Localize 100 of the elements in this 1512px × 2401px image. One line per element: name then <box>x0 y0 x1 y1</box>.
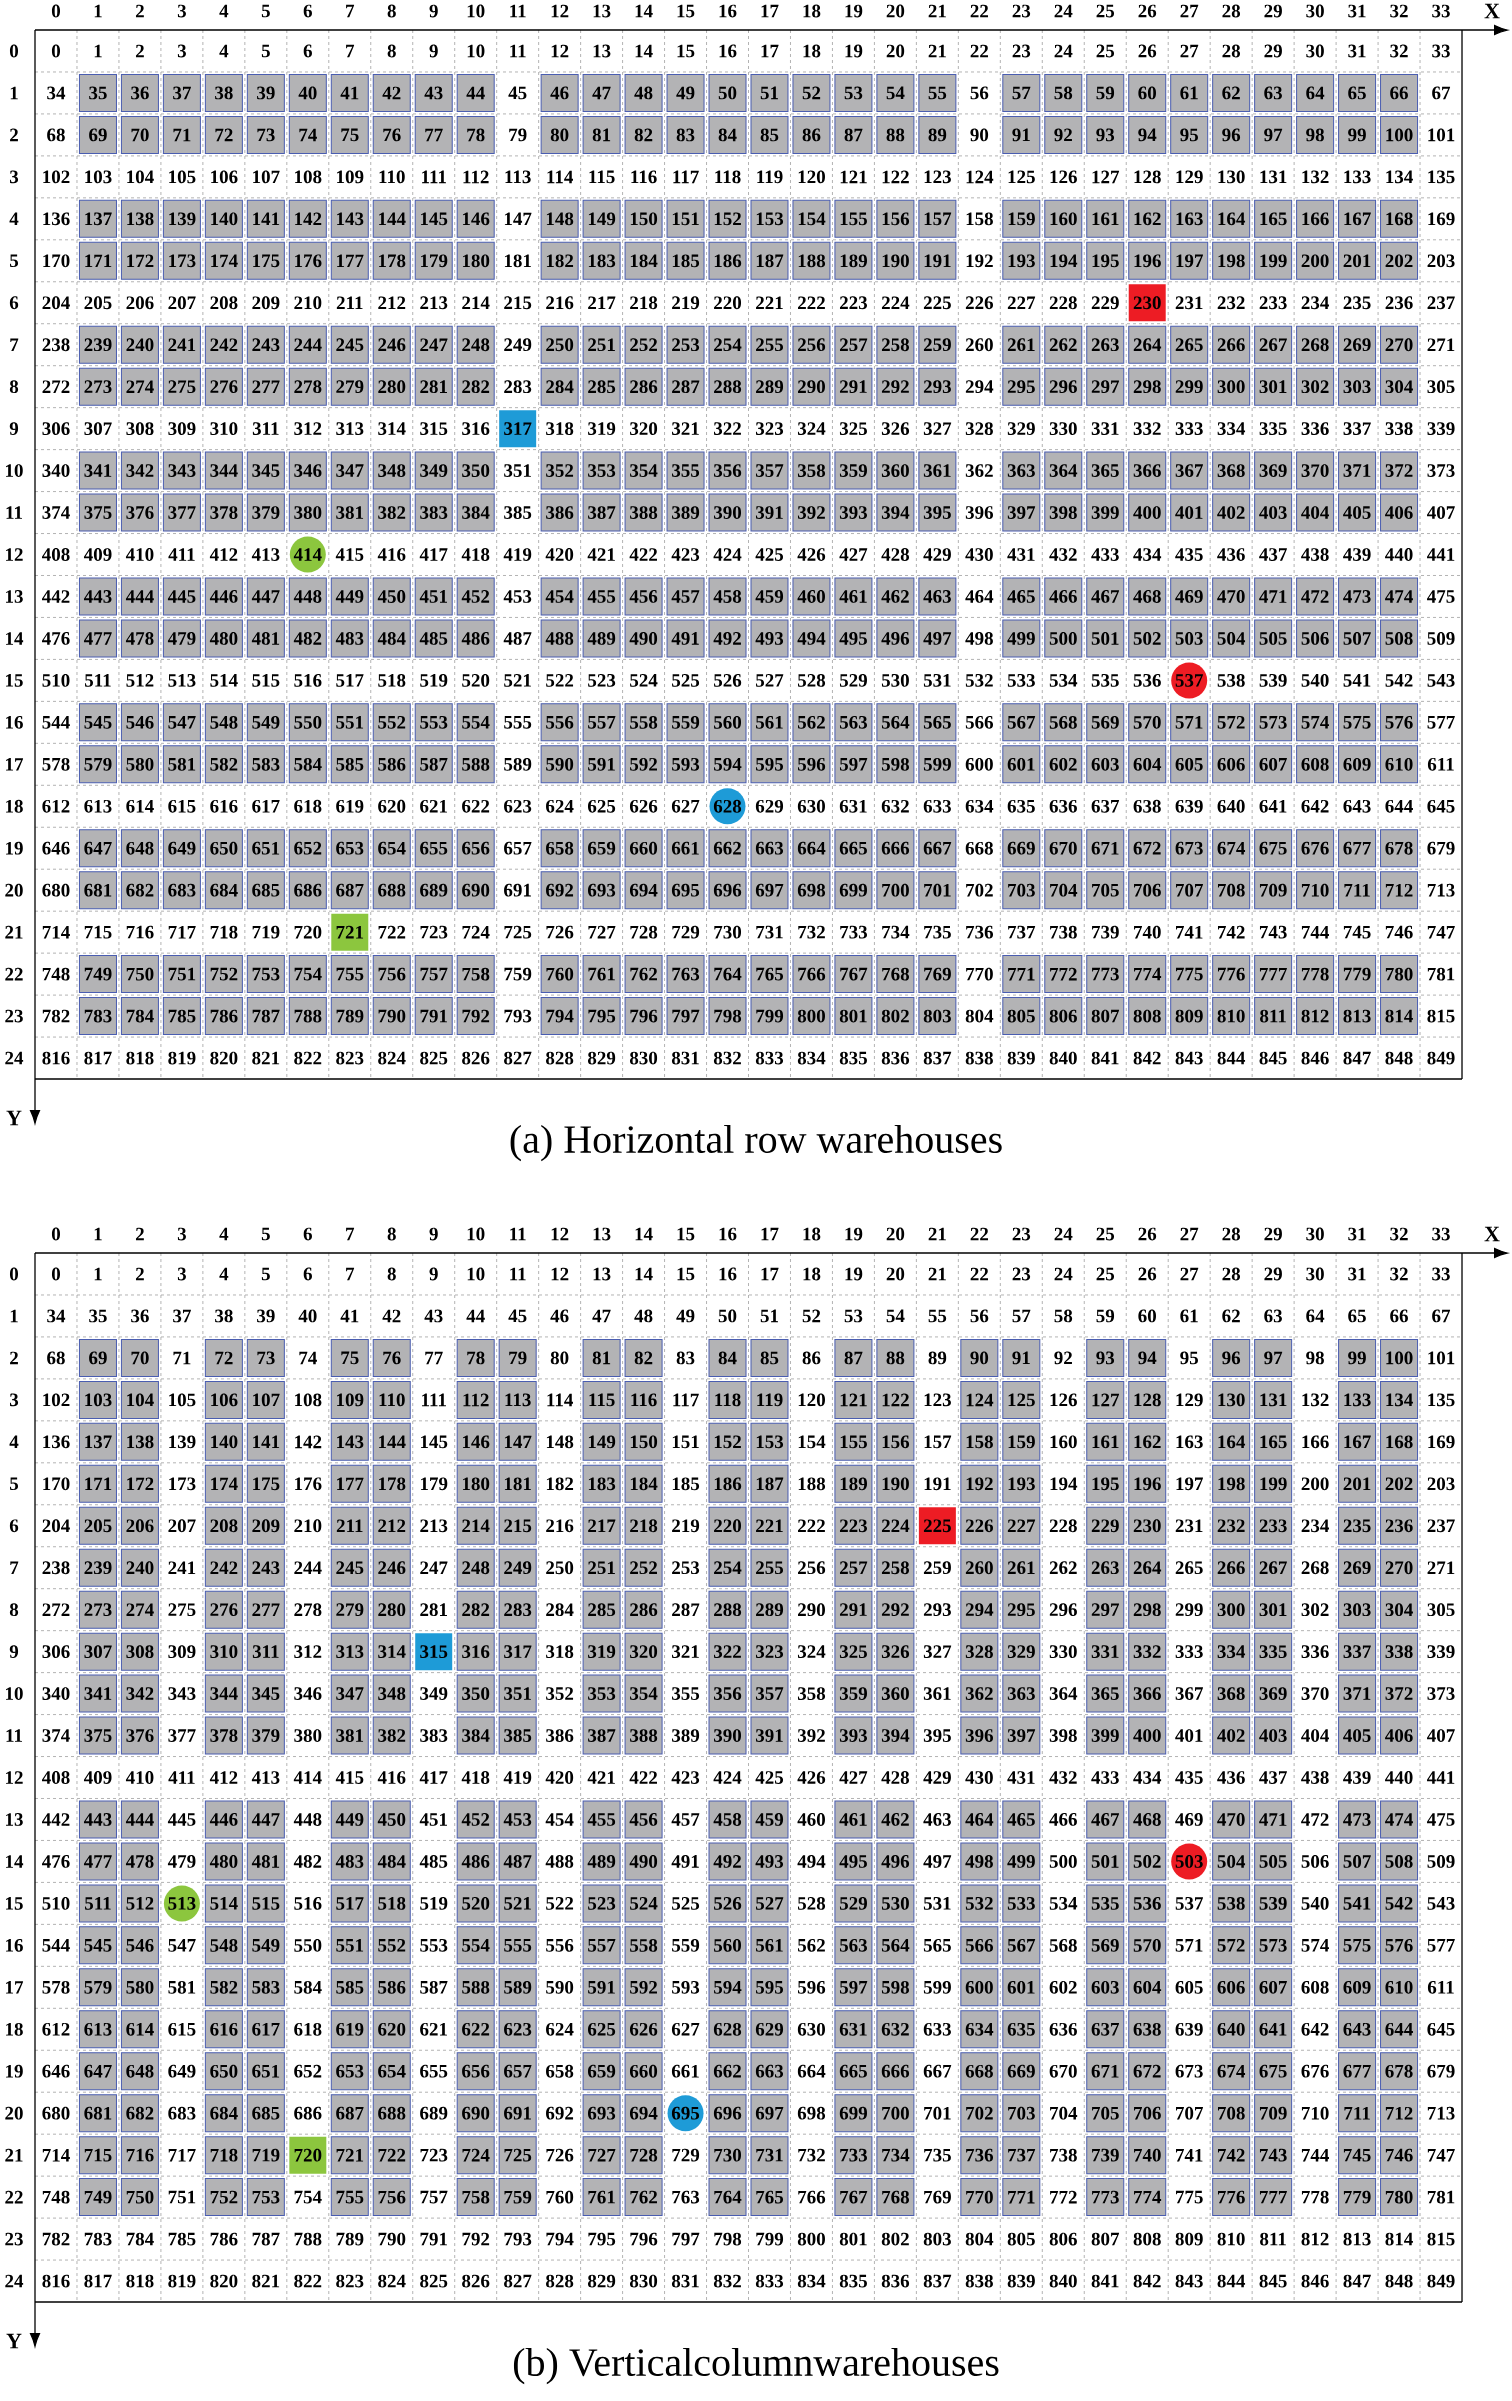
cell-number: 120 <box>798 1393 825 1407</box>
shelf-cell: 90 <box>960 1338 999 1377</box>
cell-number: 718 <box>210 925 238 939</box>
shelf-cell: 496 <box>876 619 915 658</box>
shelf-cell: 353 <box>582 451 621 490</box>
shelf-cell: 171 <box>78 1464 117 1503</box>
shelf-cell: 78 <box>456 115 495 154</box>
shelf-cell: 496 <box>876 1842 915 1881</box>
shelf-cell: 314 <box>372 1632 411 1671</box>
cell-number: 247 <box>420 1561 448 1574</box>
cell-number: 386 <box>546 1729 574 1742</box>
cell-number: 419 <box>503 548 532 561</box>
cell-number: 421 <box>587 1771 615 1784</box>
cell-number: 454 <box>545 1813 574 1826</box>
cell-number: 275 <box>168 1603 196 1617</box>
shelf-cell: 285 <box>582 367 621 406</box>
shelf-cell: 649 <box>162 829 201 868</box>
shelf-cell: 301 <box>1254 1590 1293 1629</box>
cell-number: 618 <box>294 799 322 813</box>
shelf-cell: 360 <box>876 1674 915 1713</box>
cell-number: 763 <box>672 2190 700 2204</box>
cell-number: 657 <box>504 841 532 855</box>
shelf-cell: 755 <box>330 2178 369 2217</box>
cell-number: 135 <box>1428 170 1455 184</box>
cell-number: 821 <box>252 1051 280 1065</box>
shelf-cell: 495 <box>834 1842 873 1881</box>
cell-number: 809 <box>1175 2232 1203 2246</box>
shelf-cell: 605 <box>1170 745 1209 784</box>
shelf-cell: 403 <box>1254 493 1293 532</box>
shelf-cell: 270 <box>1380 1548 1419 1587</box>
shelf-cell: 458 <box>708 1800 747 1839</box>
cell-number: 417 <box>419 548 448 561</box>
cell-number: 121 <box>840 170 867 184</box>
shelf-cell: 69 <box>78 115 117 154</box>
shelf-cell: 137 <box>78 1422 117 1461</box>
cell-number: 520 <box>462 674 490 687</box>
shelf-cell: 524 <box>624 1884 663 1923</box>
shelf-cell: 768 <box>876 955 915 994</box>
shelf-cell: 581 <box>162 745 201 784</box>
cell-number: 31 <box>1348 1267 1366 1281</box>
cell-number: 698 <box>797 2106 826 2120</box>
shelf-cell: 279 <box>330 1590 369 1629</box>
axis-tick-label: 15 <box>6 1897 23 1910</box>
shelf-cell: 359 <box>834 451 873 490</box>
cell-number: 123 <box>924 170 951 184</box>
shelf-cell: 665 <box>834 2052 873 2091</box>
shelf-cell: 307 <box>78 1632 117 1671</box>
axis-tick-label: 2 <box>136 1227 144 1241</box>
cell-number: 798 <box>714 2232 742 2246</box>
cell-number: 33 <box>1432 1267 1450 1281</box>
shelf-cell: 613 <box>78 2010 117 2049</box>
shelf-cell: 545 <box>78 1926 117 1965</box>
cell-number: 667 <box>923 2064 952 2078</box>
axis-tick-label: 23 <box>5 1009 23 1023</box>
axis-tick-label: 3 <box>9 1393 19 1407</box>
shelf-cell: 406 <box>1380 493 1419 532</box>
cell-number: 213 <box>420 296 448 310</box>
cell-number: 553 <box>420 1939 448 1952</box>
shelf-cell: 456 <box>624 577 663 616</box>
cell-number: 488 <box>545 1855 574 1868</box>
shelf-cell: 274 <box>120 1590 159 1629</box>
shelf-cell: 523 <box>582 1884 621 1923</box>
shelf-cell: 387 <box>582 493 621 532</box>
cell-number: 515 <box>252 674 280 687</box>
shelf-cell: 449 <box>330 577 369 616</box>
cell-number: 469 <box>1175 1813 1203 1826</box>
cell-number: 839 <box>1007 2274 1035 2288</box>
shelf-cell: 161 <box>1086 1422 1125 1461</box>
axis-tick-label: 29 <box>1264 4 1282 18</box>
shelf-cell: 175 <box>246 241 285 280</box>
cell-number: 518 <box>378 674 406 687</box>
shelf-cell: 711 <box>1338 2094 1377 2133</box>
shelf-cell: 443 <box>78 1800 117 1839</box>
shelf-cell: 583 <box>246 745 285 784</box>
cell-number: 129 <box>1176 170 1203 184</box>
highlighted-cell: 225 <box>918 1507 956 1545</box>
cell-number: 619 <box>336 799 364 813</box>
cell-number: 800 <box>797 2232 825 2246</box>
shelf-cell: 664 <box>792 829 831 868</box>
shelf-cell: 281 <box>414 367 453 406</box>
shelf-cell: 93 <box>1086 1338 1125 1377</box>
cell-number: 122 <box>882 170 909 184</box>
cell-number: 642 <box>1301 799 1329 813</box>
shelf-cell: 495 <box>834 619 873 658</box>
cell-number: 429 <box>923 548 951 561</box>
shelf-cell: 163 <box>1170 199 1209 238</box>
shelf-cell: 366 <box>1128 451 1167 490</box>
cell-number: 23 <box>1012 1267 1031 1281</box>
cell-number: 48 <box>634 1309 653 1323</box>
shelf-cell: 603 <box>1086 745 1125 784</box>
cell-number: 441 <box>1427 548 1455 561</box>
cell-number: 338 <box>1385 422 1413 436</box>
shelf-cell: 381 <box>330 493 369 532</box>
cell-number: 431 <box>1007 1771 1035 1784</box>
shelf-cell: 96 <box>1212 1338 1251 1377</box>
shelf-cell: 355 <box>666 451 705 490</box>
cell-number: 745 <box>1343 925 1371 939</box>
shelf-cell: 560 <box>708 703 747 742</box>
shelf-cell: 597 <box>834 745 873 784</box>
axis-tick-label: 13 <box>593 4 611 18</box>
